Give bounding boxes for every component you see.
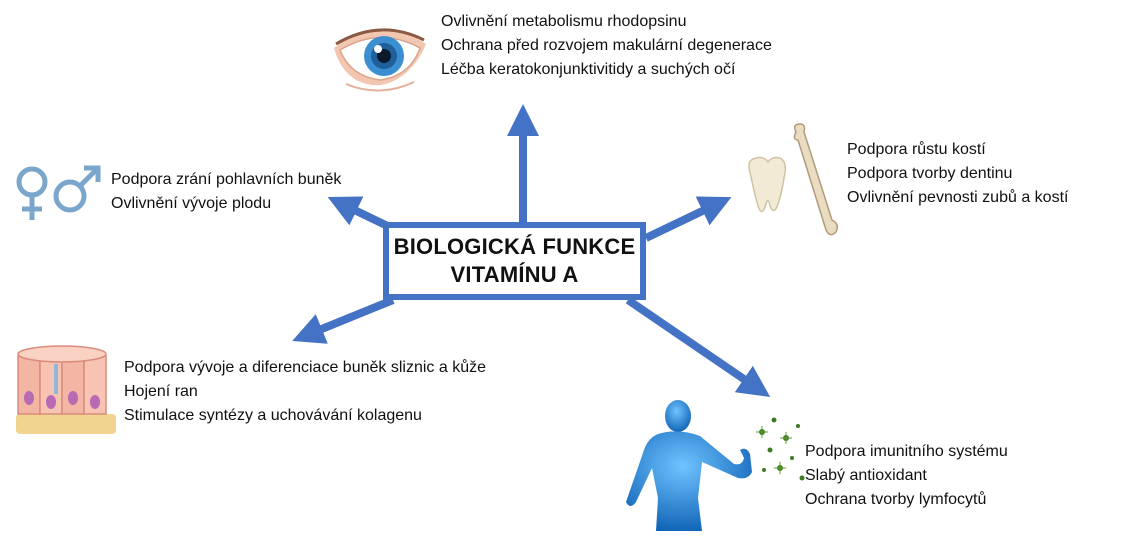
tooth-and-bone-icon (742, 120, 842, 240)
reproduction-text: Podpora zrání pohlavních buněk Ovlivnění… (111, 168, 341, 216)
immunity-line-1: Podpora imunitního systému (805, 440, 1008, 464)
arrow-bones (646, 204, 717, 238)
bones-line-1: Podpora růstu kostí (847, 138, 1068, 162)
eye-line-2: Ochrana před rozvojem makulární degenera… (441, 34, 772, 58)
eye-text: Ovlivnění metabolismu rhodopsinu Ochrana… (441, 10, 772, 82)
bones-line-3: Ovlivnění pevnosti zubů a kostí (847, 186, 1068, 210)
center-title-box: BIOLOGICKÁ FUNKCE VITAMÍNU A (383, 222, 646, 300)
eye-line-1: Ovlivnění metabolismu rhodopsinu (441, 10, 772, 34)
bones-text: Podpora růstu kostí Podpora tvorby denti… (847, 138, 1068, 210)
immunity-text: Podpora imunitního systému Slabý antioxi… (805, 440, 1008, 512)
reproduction-line-1: Podpora zrání pohlavních buněk (111, 168, 341, 192)
skin-line-2: Hojení ran (124, 380, 486, 404)
center-title-line2: VITAMÍNU A (451, 261, 579, 289)
immune-body-icon (622, 398, 812, 531)
immunity-line-3: Ochrana tvorby lymfocytů (805, 488, 1008, 512)
reproduction-line-2: Ovlivnění vývoje plodu (111, 192, 341, 216)
skin-line-3: Stimulace syntézy a uchovávání kolagenu (124, 404, 486, 428)
skin-line-1: Podpora vývoje a diferenciace buněk sliz… (124, 356, 486, 380)
gender-symbols-icon (12, 162, 104, 224)
epithelial-cells-icon (14, 342, 118, 438)
center-title-line1: BIOLOGICKÁ FUNKCE (394, 233, 636, 261)
bones-line-2: Podpora tvorby dentinu (847, 162, 1068, 186)
immunity-line-2: Slabý antioxidant (805, 464, 1008, 488)
eye-line-3: Léčba keratokonjunktivitidy a suchých oč… (441, 58, 772, 82)
arrow-immunity (628, 300, 757, 388)
arrow-skin (307, 300, 393, 335)
eye-icon (330, 18, 430, 100)
skin-text: Podpora vývoje a diferenciace buněk sliz… (124, 356, 486, 428)
